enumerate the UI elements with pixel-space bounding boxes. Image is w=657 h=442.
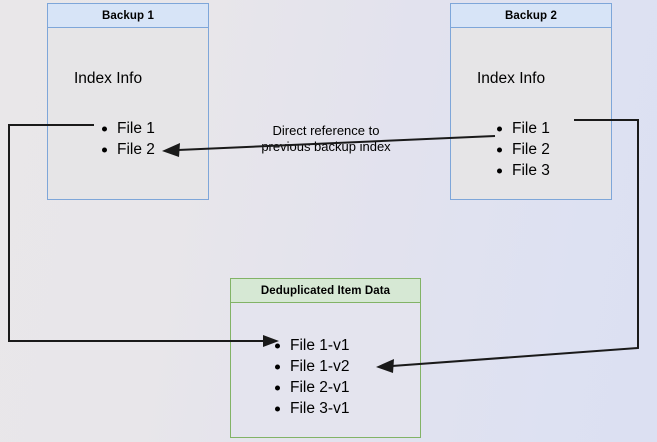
dedup-item-list: File 1-v1 File 1-v2 File 2-v1 File 3-v1: [273, 335, 349, 419]
list-item[interactable]: File 1-v2: [273, 356, 349, 377]
backup-1-file-list: File 1 File 2: [100, 118, 155, 160]
list-item[interactable]: File 3: [495, 160, 550, 181]
node-deduplicated-item-data-body: File 1-v1 File 1-v2 File 2-v1 File 3-v1: [231, 303, 420, 437]
bullet-icon: [102, 147, 107, 152]
node-backup-1-header: Backup 1: [48, 4, 208, 28]
edge-label-direct-reference: Direct reference to previous backup inde…: [248, 123, 404, 155]
list-item[interactable]: File 2-v1: [273, 377, 349, 398]
list-item-label: File 2-v1: [290, 379, 350, 396]
list-item-label: File 1-v2: [290, 358, 350, 375]
list-item-label: File 1: [512, 120, 550, 137]
list-item-label: File 3-v1: [290, 400, 350, 417]
node-backup-2[interactable]: Backup 2 Index Info File 1 File 2 File 3: [450, 3, 612, 200]
bullet-icon: [497, 147, 502, 152]
list-item[interactable]: File 1: [495, 118, 550, 139]
edge-label-line-2: previous backup index: [261, 139, 391, 154]
list-item-label: File 1-v1: [290, 337, 350, 354]
backup-2-index-info-label: Index Info: [477, 70, 546, 87]
backup-2-file-list: File 1 File 2 File 3: [495, 118, 550, 181]
node-backup-2-body: Index Info File 1 File 2 File 3: [451, 28, 611, 199]
list-item-label: File 1: [117, 120, 155, 137]
list-item-label: File 2: [117, 141, 155, 158]
list-item[interactable]: File 3-v1: [273, 398, 349, 419]
list-item-label: File 2: [512, 141, 550, 158]
bullet-icon: [275, 406, 280, 411]
bullet-icon: [275, 385, 280, 390]
bullet-icon: [497, 126, 502, 131]
edge-label-line-1: Direct reference to: [272, 123, 380, 138]
node-deduplicated-item-data[interactable]: Deduplicated Item Data File 1-v1 File 1-…: [230, 278, 421, 438]
backup-1-index-info-label: Index Info: [74, 70, 143, 87]
node-backup-2-header: Backup 2: [451, 4, 611, 28]
bullet-icon: [102, 126, 107, 131]
list-item[interactable]: File 1: [100, 118, 155, 139]
bullet-icon: [497, 168, 502, 173]
node-deduplicated-item-data-header: Deduplicated Item Data: [231, 279, 420, 303]
list-item-label: File 3: [512, 162, 550, 179]
bullet-icon: [275, 364, 280, 369]
list-item[interactable]: File 1-v1: [273, 335, 349, 356]
node-backup-1[interactable]: Backup 1 Index Info File 1 File 2: [47, 3, 209, 200]
list-item[interactable]: File 2: [100, 139, 155, 160]
bullet-icon: [275, 343, 280, 348]
list-item[interactable]: File 2: [495, 139, 550, 160]
node-backup-1-body: Index Info File 1 File 2: [48, 28, 208, 199]
